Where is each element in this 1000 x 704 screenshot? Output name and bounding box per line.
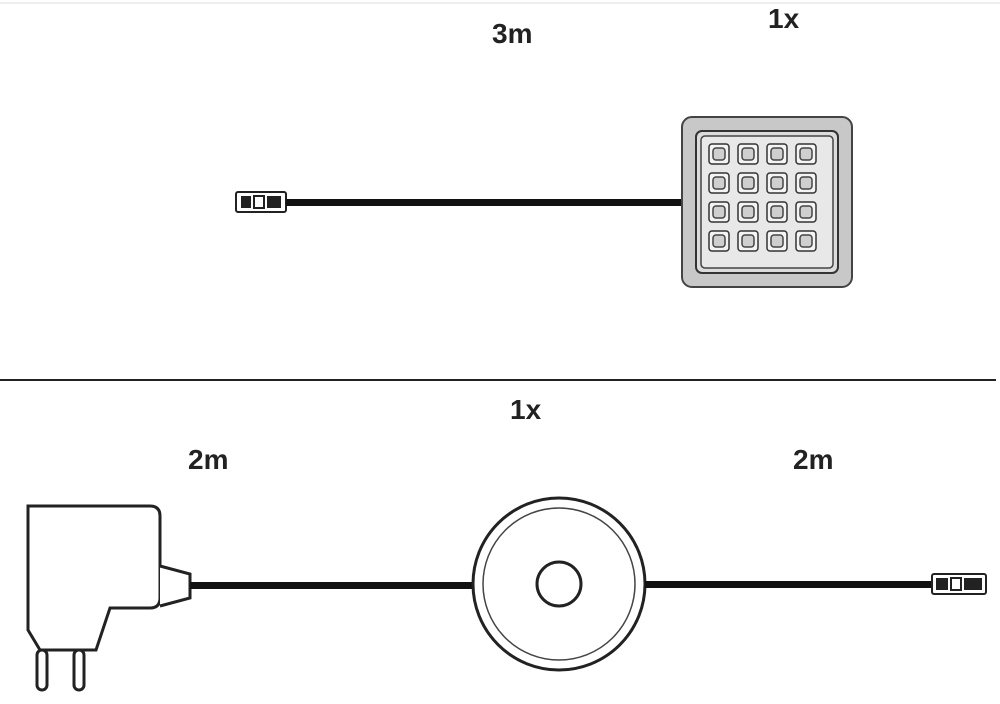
led-chip bbox=[766, 230, 788, 252]
output-cable bbox=[645, 581, 932, 588]
led-chip bbox=[795, 143, 817, 165]
right-cable-length-label: 2m bbox=[793, 444, 834, 475]
distributor-icon bbox=[471, 496, 647, 672]
led-chip bbox=[708, 201, 730, 223]
led-chip bbox=[795, 201, 817, 223]
led-chip bbox=[766, 143, 788, 165]
led-chip bbox=[708, 230, 730, 252]
bottom-connector-icon bbox=[931, 573, 987, 595]
led-panel-icon bbox=[681, 116, 853, 288]
top-cable-length-label: 3m bbox=[492, 18, 533, 49]
led-chip bbox=[708, 143, 730, 165]
led-chip bbox=[737, 230, 759, 252]
bottom-quantity-label: 1x bbox=[510, 394, 542, 425]
adapter-cable bbox=[190, 582, 474, 589]
led-chip bbox=[766, 201, 788, 223]
top-cable bbox=[286, 199, 690, 206]
led-chip bbox=[766, 172, 788, 194]
left-cable-length-label: 2m bbox=[188, 444, 229, 475]
top-connector-icon bbox=[235, 191, 287, 213]
led-chip bbox=[795, 230, 817, 252]
top-quantity-label: 1x bbox=[768, 3, 800, 34]
led-chip bbox=[737, 172, 759, 194]
led-chip bbox=[737, 201, 759, 223]
led-chip bbox=[737, 143, 759, 165]
led-grid bbox=[708, 143, 817, 252]
led-chip bbox=[795, 172, 817, 194]
led-chip bbox=[708, 172, 730, 194]
power-adapter-icon bbox=[26, 504, 192, 692]
